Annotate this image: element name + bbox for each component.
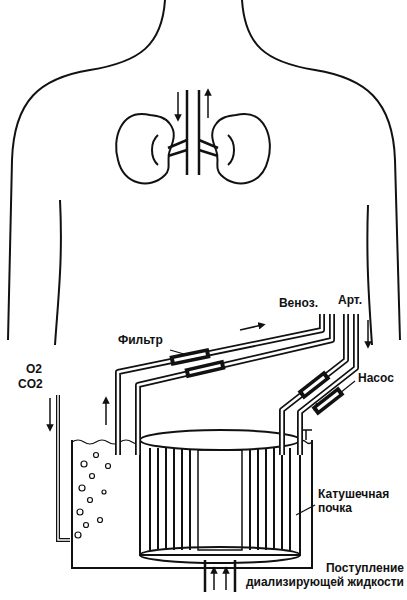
part-label: Насос (358, 372, 404, 386)
gas-label: CO2 (18, 378, 54, 392)
inlet-label: Поступление диализирующей жидкости (240, 562, 404, 590)
part-label: Катушечная почка (318, 488, 404, 516)
pump-symbol (298, 371, 345, 416)
blood-vessels (168, 90, 218, 175)
dialysate-tank (72, 430, 312, 568)
flow-arrows (106, 318, 368, 425)
vessel-label: Веноз. (266, 297, 318, 311)
part-label: Фильтр (118, 334, 174, 348)
gas-label: O2 (26, 363, 56, 377)
kidneys (116, 114, 270, 183)
coil-drum (140, 430, 300, 592)
body-outline (8, 0, 400, 345)
gas-pipe (50, 395, 111, 540)
filter-symbol (169, 348, 225, 378)
blood-tubes (118, 314, 356, 455)
vessel-label: Арт. (338, 294, 378, 308)
